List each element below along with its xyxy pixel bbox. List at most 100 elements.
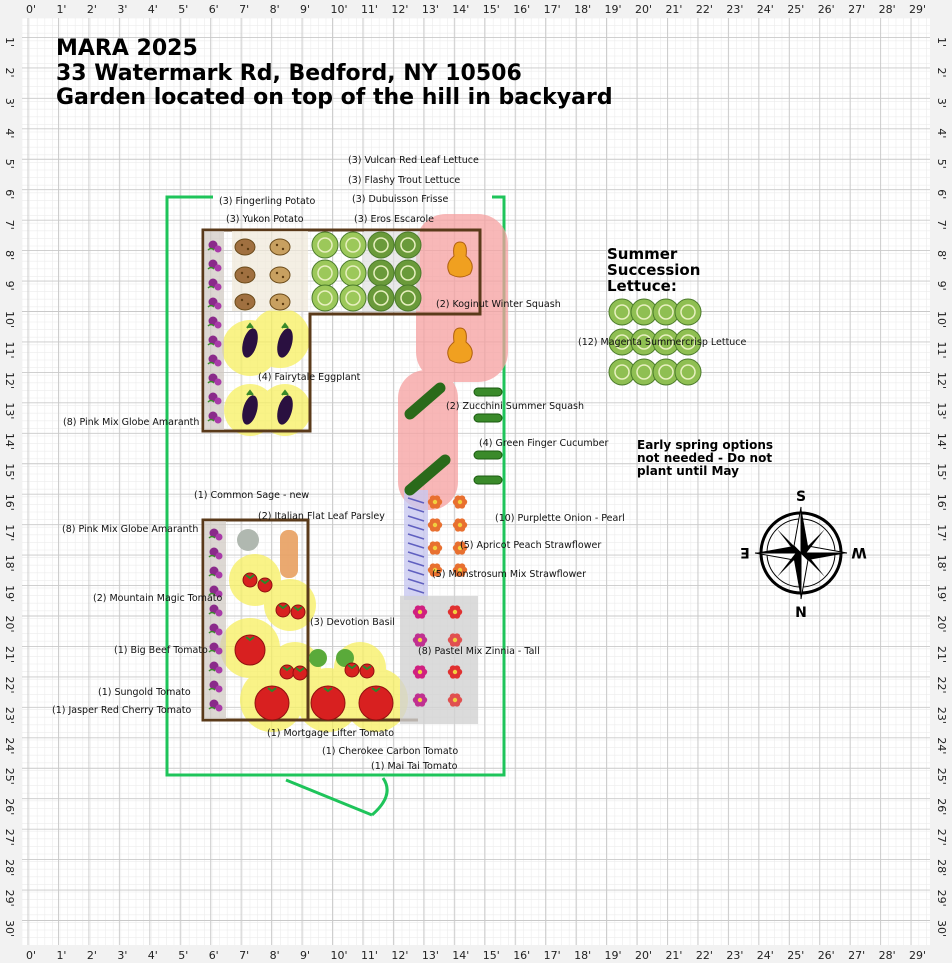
- amaranth-leaf: [207, 380, 215, 384]
- tomato-fruit: [234, 634, 266, 666]
- lettuce-vein: [636, 304, 652, 320]
- potato-eye: [275, 271, 279, 275]
- ruler-tick-bottom: 13': [422, 949, 439, 962]
- ruler-tick-top: 29': [909, 3, 926, 16]
- eggplant-cap: [281, 322, 289, 329]
- tomato-stem: [278, 604, 288, 610]
- ruler-tick-bottom: 12': [391, 949, 408, 962]
- notes: Summer Succession Lettuce: Early spring …: [607, 245, 773, 478]
- potato-icon: [234, 293, 256, 311]
- amaranth-leaf: [207, 266, 215, 270]
- lettuce-icon: [311, 259, 339, 287]
- globe-amaranth-icon: [207, 316, 222, 329]
- label-fingerling-potato: (3) Fingerling Potato: [219, 196, 316, 207]
- ruler-tick-left: 27': [3, 829, 16, 846]
- lettuce-vein: [400, 290, 416, 306]
- ruler-tick-bottom: 5': [178, 949, 188, 962]
- squash-icon: [447, 327, 473, 364]
- ruler-tick-right: 20': [935, 616, 948, 633]
- globe-amaranth-icon: [208, 699, 223, 712]
- ruler-tick-bottom: 10': [331, 949, 348, 962]
- label-purplette-onion: (10) Purplette Onion - Pearl: [495, 513, 625, 524]
- lettuce-vein: [373, 265, 389, 281]
- flower-center: [452, 669, 458, 675]
- tomato-icon: [234, 634, 266, 666]
- lettuce-head: [674, 328, 702, 356]
- onion-icon: [407, 578, 425, 585]
- flower-center: [452, 609, 458, 615]
- potato-icon: [234, 238, 256, 256]
- lettuce-vein: [400, 237, 416, 253]
- eggplant-icon: [242, 389, 258, 425]
- amaranth-bloom: [214, 302, 222, 310]
- eggplant-icon: [277, 389, 293, 425]
- label-italian-parsley: (2) Italian Flat Leaf Parsley: [258, 511, 385, 522]
- globe-amaranth-icon: [207, 335, 222, 348]
- escarole-icon: [367, 259, 395, 287]
- lettuce-vein: [317, 290, 333, 306]
- ruler-tick-top: 16': [513, 3, 530, 16]
- flower-center: [452, 697, 458, 703]
- lettuce-icon: [339, 231, 367, 259]
- strawflower-icon: [452, 563, 468, 577]
- compass-point-n: [794, 553, 801, 599]
- flower-center: [457, 522, 463, 528]
- amaranth-bloom: [215, 609, 223, 617]
- tomato-fruit: [275, 602, 291, 618]
- label-koginut-squash: (2) Koginut Winter Squash: [436, 299, 561, 310]
- flower-center: [452, 637, 458, 643]
- ruler-tick-bottom: 26': [818, 949, 835, 962]
- ruler-tick-top: 15': [483, 3, 500, 16]
- zinnia-icon: [412, 605, 428, 619]
- ruler-tick-bottom: 16': [513, 949, 530, 962]
- tomato-icon: [359, 663, 375, 679]
- ruler-tick-right: 9': [935, 281, 948, 291]
- tomato-icon: [358, 685, 394, 721]
- tomato-stem: [371, 687, 381, 693]
- squash-fruit: [447, 327, 473, 364]
- escarole-icon: [367, 284, 395, 312]
- lettuce-vein: [614, 364, 630, 380]
- ruler-tick-right: 10': [935, 311, 948, 328]
- cucumber-icon: [473, 450, 503, 460]
- title-line-2: 33 Watermark Rd, Bedford, NY 10506: [56, 61, 522, 86]
- squash-zone: [416, 214, 508, 382]
- ruler-tick-top: 10': [331, 3, 348, 16]
- ruler-tick-right: 13': [935, 402, 948, 419]
- ruler-tick-left: 17': [3, 524, 16, 541]
- ruler-tick-left: 6': [3, 189, 16, 199]
- ruler-tick-bottom: 27': [848, 949, 865, 962]
- lettuce-icon: [339, 259, 367, 287]
- ruler-tick-left: 2': [3, 67, 16, 77]
- amaranth-bloom: [215, 647, 223, 655]
- label-dubuisson-frisse: (3) Dubuisson Frisse: [352, 194, 448, 205]
- strawflower-icon: [427, 541, 443, 555]
- globe-amaranth-icon: [208, 528, 223, 541]
- ruler-tick-right: 23': [935, 707, 948, 724]
- ruler-tick-right: 22': [935, 676, 948, 693]
- flower-center: [417, 669, 423, 675]
- compass-label-right: W: [851, 544, 866, 560]
- lettuce-head: [367, 259, 395, 287]
- amaranth-bloom: [214, 283, 222, 291]
- lettuce-vein: [658, 334, 674, 350]
- label-zucchini: (2) Zucchini Summer Squash: [446, 401, 584, 412]
- ruler-tick-bottom: 0': [26, 949, 36, 962]
- ruler-tick-top: 2': [87, 3, 97, 16]
- strawflower-icon: [452, 518, 468, 532]
- escarole-icon: [394, 284, 422, 312]
- zinnia-icon: [447, 633, 463, 647]
- amaranth-bloom: [215, 533, 223, 541]
- zinnia-icon: [447, 693, 463, 707]
- lettuce-icon: [311, 284, 339, 312]
- tomato-fruit: [292, 665, 308, 681]
- label-sungold-tomato: (1) Sungold Tomato: [98, 687, 191, 698]
- amaranth-leaf: [207, 342, 215, 346]
- tomato-icon: [290, 604, 306, 620]
- ruler-tick-left: 16': [3, 494, 16, 511]
- globe-amaranth-icon: [208, 566, 223, 579]
- ruler-tick-right: 5': [935, 159, 948, 169]
- lettuce-head: [394, 259, 422, 287]
- flower-center: [457, 499, 463, 505]
- ruler-tick-left: 23': [3, 707, 16, 724]
